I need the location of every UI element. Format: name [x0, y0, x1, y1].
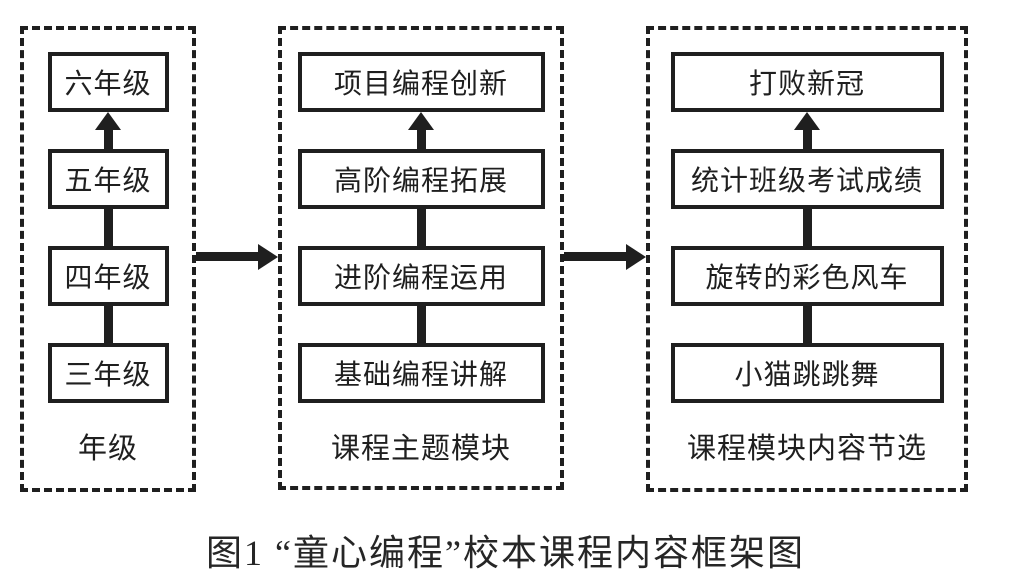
- flow-node: 五年级: [47, 149, 169, 209]
- flow-node: 统计班级考试成绩: [670, 149, 944, 209]
- connector-line: [564, 252, 626, 261]
- column-label: 年级: [77, 433, 138, 465]
- connector-line: [416, 306, 426, 343]
- flow-node: 打败新冠: [670, 52, 944, 112]
- right-arrow-icon: [196, 243, 278, 270]
- column-module-content-excerpts: 打败新冠 统计班级考试成绩 旋转的彩色风车 小猫跳跳舞 课程模块内容节选: [646, 26, 968, 492]
- up-arrow-head: [95, 112, 121, 130]
- connector-line: [103, 209, 113, 246]
- up-arrow-head: [408, 112, 434, 130]
- connector-line: [416, 130, 426, 149]
- column-course-theme-modules: 项目编程创新 高阶编程拓展 进阶编程运用 基础编程讲解 课程主题模块: [278, 26, 564, 490]
- connector-line: [103, 130, 113, 149]
- up-arrow-head: [794, 112, 820, 130]
- connector-line: [103, 306, 113, 343]
- flow-node: 基础编程讲解: [297, 343, 545, 403]
- right-arrow-head: [626, 243, 646, 270]
- flow-node: 四年级: [47, 246, 169, 306]
- up-arrow-icon: [794, 112, 820, 149]
- figure-caption: 图1 “童心编程”校本课程内容框架图: [206, 533, 805, 573]
- connector-line: [802, 209, 812, 246]
- right-arrow-head: [258, 243, 278, 270]
- connector-line: [416, 209, 426, 246]
- flow-node: 小猫跳跳舞: [670, 343, 944, 403]
- up-arrow-icon: [408, 112, 434, 149]
- connector-line: [802, 130, 812, 149]
- column-label: 课程主题模块: [330, 433, 511, 465]
- up-arrow-icon: [95, 112, 121, 149]
- flow-node: 高阶编程拓展: [297, 149, 545, 209]
- flow-node: 项目编程创新: [297, 52, 545, 112]
- connector-line: [802, 306, 812, 343]
- column-grades: 六年级 五年级 四年级 三年级 年级: [20, 26, 196, 492]
- right-arrow-icon: [564, 243, 646, 270]
- column-label: 课程模块内容节选: [686, 433, 927, 465]
- flow-node: 六年级: [47, 52, 169, 112]
- flow-node: 旋转的彩色风车: [670, 246, 944, 306]
- flow-node: 进阶编程运用: [297, 246, 545, 306]
- connector-line: [196, 252, 258, 261]
- flow-node: 三年级: [47, 343, 169, 403]
